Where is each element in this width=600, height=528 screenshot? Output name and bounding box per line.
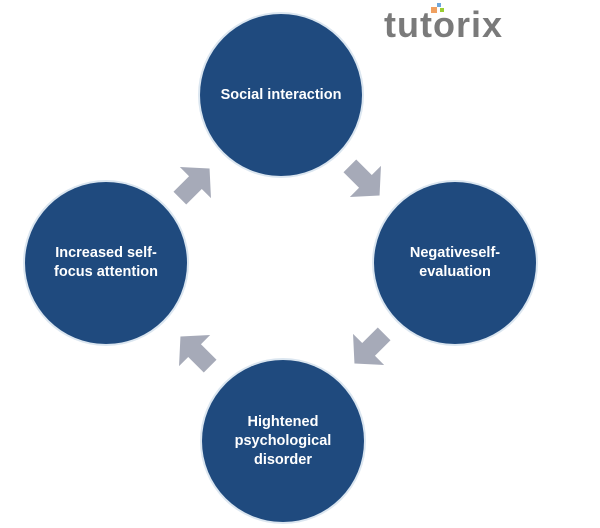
node-heightened-psychological-disorder: Hightened psychological disorder [202, 360, 364, 522]
node-label: Social interaction [220, 86, 342, 103]
arrow-down-left-icon [338, 318, 400, 380]
node-increased-self-focus-attention: Increased self-focus attention [25, 182, 187, 344]
node-label: Hightened psychological disorder [234, 413, 332, 468]
arrow-down-right-icon [334, 150, 396, 212]
arrow-up-right-icon [164, 152, 226, 214]
node-label: Increased self-focus attention [54, 245, 158, 280]
node-label: Negativeself-evaluation [409, 245, 501, 280]
node-negative-self-evaluation: Negativeself-evaluation [374, 182, 536, 344]
node-social-interaction: Social interaction [200, 14, 362, 176]
logo-dots-icon [431, 3, 444, 13]
tutorix-logo: tutorix [384, 3, 503, 46]
arrow-up-left-icon [164, 320, 226, 382]
